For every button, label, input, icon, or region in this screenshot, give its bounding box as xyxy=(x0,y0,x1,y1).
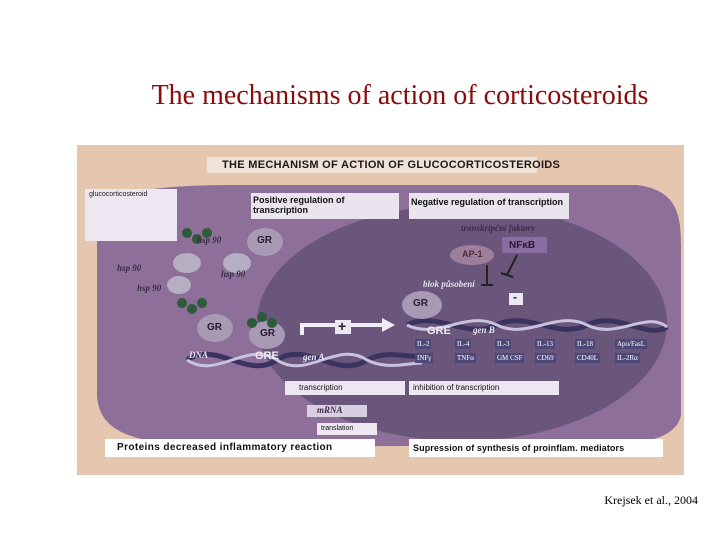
slide-title: The mechanisms of action of corticostero… xyxy=(151,80,649,111)
cytokine-chip: CD69 xyxy=(535,353,556,363)
cytokine-chip: GM CSF xyxy=(495,353,525,363)
cytokine-chip: IL-3 xyxy=(495,339,512,349)
cytokine-chip: Apo/FasL xyxy=(615,339,647,349)
hsp90-label-3: hsp 90 xyxy=(221,269,246,279)
transcription-arrow xyxy=(300,323,382,335)
blocked-binding-label: blok působení xyxy=(423,279,475,289)
cytokine-chip: IL-13 xyxy=(535,339,555,349)
mrna-panel xyxy=(307,405,367,417)
gene-b-label: gen B xyxy=(473,325,495,335)
diagram-header: THE MECHANISM OF ACTION OF GLUCOCORTICOS… xyxy=(222,159,561,171)
dna-strand-right-2 xyxy=(406,319,668,331)
glucocorticosteroid-label: glucocorticosteroid xyxy=(89,191,148,198)
dna-strand-left xyxy=(185,351,423,369)
translation-label: translation xyxy=(321,425,354,432)
gr-receptor-2 xyxy=(197,314,233,342)
diagram-shapes xyxy=(85,157,681,457)
gr-label-2: GR xyxy=(207,322,222,333)
cytokine-chip: IL-2 xyxy=(415,339,432,349)
hsp90-label-1: hsp 90 xyxy=(197,235,222,245)
nfkb-factor xyxy=(502,237,547,253)
plus-box xyxy=(335,320,351,334)
hsp90-blob-3 xyxy=(167,276,191,294)
transcription-factors-label: transkripční faktory xyxy=(461,223,536,233)
transcription-panel xyxy=(285,381,405,395)
minus-sign: - xyxy=(513,290,517,304)
gr-receptor-3 xyxy=(249,321,285,349)
nfkb-label: NFκB xyxy=(509,240,536,251)
gr-receptor-1 xyxy=(247,228,283,256)
plus-sign: + xyxy=(338,318,347,334)
cytokine-chip: IL-4 xyxy=(455,339,472,349)
header-strip xyxy=(207,157,537,173)
mrna-label: mRNA xyxy=(317,405,343,415)
hsp90-label-4: hsp 90 xyxy=(137,283,162,293)
ap1-label: AP-1 xyxy=(462,249,483,259)
gr-label-4: GR xyxy=(413,298,428,309)
gre-label-right: GRE xyxy=(427,325,451,337)
negative-panel xyxy=(409,193,569,219)
gre-label-left: GRE xyxy=(255,350,279,362)
inhibition-panel xyxy=(409,381,559,395)
negative-regulation-label: Negative regulation of transcription xyxy=(411,197,564,207)
positive-panel xyxy=(251,193,399,219)
hsp90-blob-2 xyxy=(223,253,251,273)
bottom-right-panel xyxy=(409,439,663,457)
cytokine-chip: IL-18 xyxy=(575,339,595,349)
positive-regulation-label: Positive regulation of transcription xyxy=(253,195,345,215)
transcription-label: transcription xyxy=(299,383,343,392)
citation: Krejsek et al., 2004 xyxy=(604,493,698,507)
translation-panel xyxy=(317,423,377,435)
proteins-line: Proteins decreased inflammatory reaction xyxy=(117,442,333,453)
cytokine-chip: INFγ xyxy=(415,353,434,363)
mechanism-diagram: THE MECHANISM OF ACTION OF GLUCOCORTICOS… xyxy=(77,145,684,475)
suppression-line: Supression of synthesis of proinflam. me… xyxy=(413,443,625,453)
gene-a-label: gen A xyxy=(303,352,325,362)
cytokine-chip: TNFα xyxy=(455,353,476,363)
hsp90-blob-1 xyxy=(173,253,201,273)
minus-box xyxy=(509,293,523,305)
inhibition-label: inhibition of transcription xyxy=(413,383,500,392)
steroid-molecule-2-icon xyxy=(177,228,277,328)
glucocorticosteroid-panel xyxy=(85,189,177,241)
ap1-factor xyxy=(450,245,494,265)
bottom-left-panel xyxy=(105,439,375,457)
dna-strand-left-2 xyxy=(186,352,423,368)
dna-label: DNA xyxy=(189,350,209,360)
cytokine-chip: IL-2Rα xyxy=(615,353,640,363)
inhibition-line-nfkb xyxy=(506,254,518,276)
cytokine-chip: CD40L xyxy=(575,353,600,363)
gr-receptor-4 xyxy=(402,291,442,319)
hsp90-label-2: hsp 90 xyxy=(117,263,142,273)
gr-label-1: GR xyxy=(257,235,272,246)
gr-label-3: GR xyxy=(260,328,275,339)
